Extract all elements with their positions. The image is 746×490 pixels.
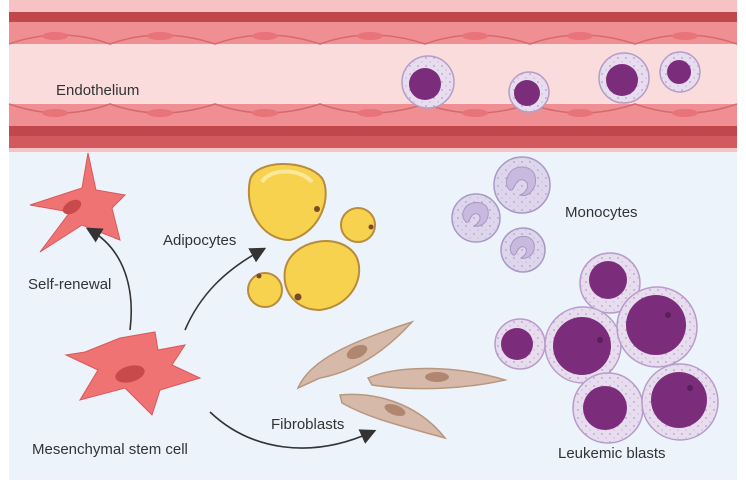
label-monocytes: Monocytes [565,204,638,221]
differentiation-arrows [85,227,377,449]
label-fibroblasts: Fibroblasts [271,416,345,433]
adipocytes [247,163,376,312]
label-self-renewal: Self-renewal [28,276,112,293]
monocytes [451,156,551,273]
label-adipocytes: Adipocytes [163,232,237,249]
label-endothelium: Endothelium [56,82,140,99]
label-msc: Mesenchymal stem cell [32,441,188,458]
fibroblasts [296,320,508,440]
self-renewed-stem-cell [29,152,127,253]
mesenchymal-stem-cell [64,331,202,416]
blood-vessel [8,0,738,152]
leukemic-blasts [494,252,719,444]
label-leukemic-blasts: Leukemic blasts [558,445,666,462]
circulating-blast-cells [401,51,701,113]
